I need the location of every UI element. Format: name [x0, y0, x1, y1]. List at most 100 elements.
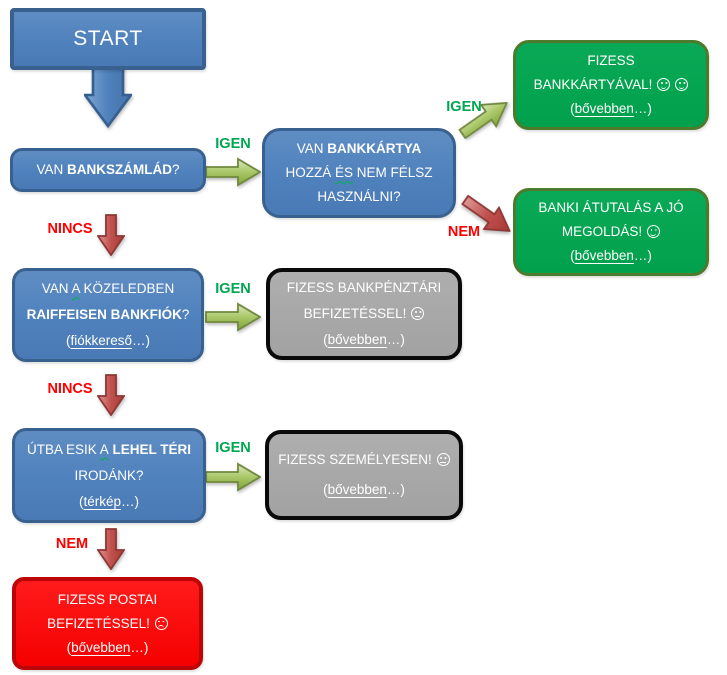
link-text[interactable]: fiókkereső	[70, 333, 133, 348]
link-paren: …)	[121, 493, 140, 509]
node-outcome-bankpenztari: FIZESS BANKPÉNZTÁRI BEFIZETÉSSEL! (bőveb…	[266, 268, 462, 360]
text-segment: BEFIZETÉSSEL!	[303, 306, 407, 321]
text-segment: VAN	[41, 281, 72, 296]
link-bovebben-szemelyesen[interactable]: (bővebben…)	[323, 475, 405, 505]
smile-face-icon	[647, 225, 661, 238]
link-bovebben-bankpenztari[interactable]: (bővebben…)	[323, 327, 405, 353]
text-segment-bold: LEHEL TÉRI	[108, 441, 192, 457]
node-question-bankszamla: VAN BANKSZÁMLÁD?	[10, 148, 206, 192]
text-segment-bold: BANKSZÁMLÁD	[67, 162, 172, 177]
link-text[interactable]: bővebben	[574, 248, 634, 263]
node-question-iroda: ÚTBA ESIK A LEHEL TÉRI IRODÁNK? (térkép……	[12, 428, 206, 523]
neutral-face-icon	[411, 307, 425, 320]
link-paren: (	[570, 248, 575, 263]
question-line-2: HOZZÁ ÉS NEM FÉLSZ	[285, 161, 432, 185]
edge-label-igen-3: IGEN	[215, 440, 251, 456]
text-segment-bold: BANKKÁRTYA	[327, 141, 422, 156]
nincs-down-arrow-1-icon	[96, 214, 126, 261]
igen-right-arrow-2-icon	[205, 302, 262, 337]
edge-label-nincs-2: NINCS	[47, 381, 93, 397]
outcome-line-1: FIZESS SZEMÉLYESEN!	[278, 445, 450, 475]
link-paren: …)	[633, 101, 652, 116]
question-line-2: IRODÁNK?	[74, 467, 144, 483]
question-line-2: RAIFFEISEN BANKFIÓK?	[27, 302, 190, 328]
question-line-1: VAN BANKKÁRTYA	[297, 137, 422, 161]
link-terkep[interactable]: (térkép…)	[79, 489, 139, 515]
outcome-line-2: MEGOLDÁS!	[561, 220, 661, 244]
nem-diagonal-arrow-icon	[453, 187, 519, 248]
start-label: START	[73, 27, 143, 50]
link-text[interactable]: bővebben	[574, 101, 634, 116]
text-segment-bold: RAIFFEISEN BANKFIÓK	[26, 307, 182, 322]
question-line-1: ÚTBA ESIK A LEHEL TÉRI	[27, 437, 191, 463]
text-segment: BEFIZETÉSSEL!	[47, 615, 150, 631]
text-segment: ?	[181, 307, 190, 322]
link-paren: (	[570, 101, 575, 116]
link-paren: …)	[130, 639, 149, 655]
text-segment: ÚTBA ESIK	[26, 441, 100, 457]
link-text[interactable]: bővebben	[71, 639, 131, 655]
edge-label-nincs-1: NINCS	[47, 221, 93, 237]
node-question-bankfiok: VAN A KÖZELEDBEN RAIFFEISEN BANKFIÓK? (f…	[12, 268, 204, 362]
text-segment: VAN	[36, 162, 67, 177]
nincs-down-arrow-2-icon	[96, 374, 126, 421]
text-segment: FIZESS SZEMÉLYESEN!	[278, 452, 432, 467]
link-text[interactable]: bővebben	[327, 482, 387, 497]
outcome-line-1: BANKI ÁTUTALÁS A JÓ	[538, 200, 684, 215]
igen-right-arrow-3-icon	[205, 462, 262, 497]
link-fiokkereso[interactable]: (fiókkereső…)	[66, 328, 150, 354]
outcome-line-2: BEFIZETÉSSEL!	[47, 612, 168, 636]
link-text[interactable]: bővebben	[327, 332, 387, 347]
node-outcome-szemelyesen: FIZESS SZEMÉLYESEN! (bővebben…)	[265, 430, 463, 520]
outcome-line-2: BEFIZETÉSSEL!	[304, 301, 425, 327]
link-bovebben-bankkartyaval[interactable]: (bővebben…)	[570, 97, 652, 121]
text-segment: NEM FÉLSZ	[353, 165, 433, 180]
question-line-1: VAN A KÖZELEDBEN	[42, 276, 175, 302]
link-paren: …)	[386, 482, 405, 497]
link-bovebben-postai[interactable]: (bővebben…)	[67, 636, 149, 660]
question-line-3: HASZNÁLNI?	[317, 189, 401, 204]
neutral-face-icon	[436, 453, 450, 466]
link-bovebben-atutalas[interactable]: (bővebben…)	[570, 244, 652, 268]
edge-label-igen-1: IGEN	[215, 136, 251, 152]
link-paren: (	[65, 333, 71, 348]
link-paren: (	[78, 493, 84, 509]
node-outcome-banki-atutalas: BANKI ÁTUTALÁS A JÓ MEGOLDÁS! (bővebben……	[513, 188, 709, 276]
link-paren: (	[323, 482, 328, 497]
igen-right-arrow-1-icon	[205, 157, 262, 192]
edge-label-igen-2: IGEN	[215, 281, 251, 297]
node-question-bankkartya: VAN BANKKÁRTYA HOZZÁ ÉS NEM FÉLSZ HASZNÁ…	[262, 128, 456, 218]
smile-face-icon	[657, 78, 671, 91]
link-paren: (	[323, 332, 328, 347]
outcome-line-1: FIZESS BANKPÉNZTÁRI	[286, 280, 442, 295]
start-node: START	[10, 8, 206, 70]
text-segment: MEGOLDÁS!	[561, 224, 643, 239]
outcome-line-1: FIZESS	[587, 53, 635, 68]
start-down-arrow-icon	[82, 62, 134, 133]
misspelled-word: A	[71, 281, 80, 296]
outcome-line-2: BANKKÁRTYÁVAL!	[534, 73, 689, 97]
question-text: VAN BANKSZÁMLÁD?	[36, 158, 179, 182]
text-segment: KÖZELEDBEN	[79, 281, 175, 296]
smile-face-icon	[675, 78, 689, 91]
link-paren: …)	[132, 333, 151, 348]
nem-down-arrow-icon	[96, 528, 126, 575]
link-text[interactable]: térkép	[83, 493, 122, 509]
link-paren: …)	[386, 332, 405, 347]
edge-label-igen-diagonal: IGEN	[446, 99, 482, 115]
igen-diagonal-arrow-icon	[453, 90, 519, 151]
misspelled-word: ÉS	[334, 165, 353, 180]
node-outcome-postai: FIZESS POSTAI BEFIZETÉSSEL! (bővebben…)	[12, 577, 203, 670]
text-segment: VAN	[296, 141, 328, 156]
text-segment: BANKKÁRTYÁVAL!	[533, 77, 653, 92]
outcome-line-1: FIZESS POSTAI	[57, 591, 158, 607]
misspelled-word: A	[99, 441, 109, 457]
text-segment: HOZZÁ	[285, 165, 335, 180]
text-segment: ?	[172, 162, 180, 177]
link-paren: …)	[633, 248, 652, 263]
link-paren: (	[66, 639, 72, 655]
edge-label-nem-bottom: NEM	[55, 536, 89, 552]
frown-face-icon	[154, 616, 168, 630]
edge-label-nem-diagonal: NEM	[447, 224, 481, 240]
